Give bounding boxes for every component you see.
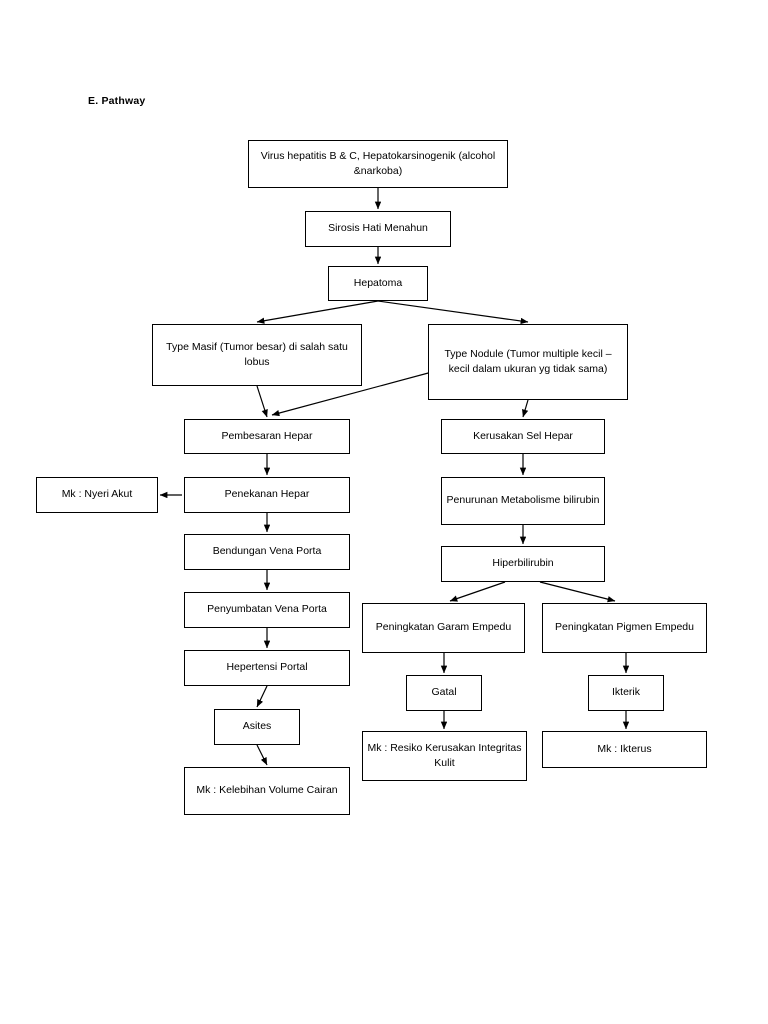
- flow-node-label: Hepertensi Portal: [226, 661, 308, 674]
- flow-node-n14: Peningkatan Garam Empedu: [362, 603, 525, 653]
- flow-node-label: Mk : Ikterus: [597, 742, 652, 755]
- flow-node-label: Bendungan Vena Porta: [212, 545, 322, 558]
- flow-node-n11: Bendungan Vena Porta: [184, 534, 350, 570]
- flow-node-n2: Sirosis Hati Menahun: [305, 211, 451, 247]
- flow-node-label: Hiperbilirubin: [492, 557, 554, 570]
- flow-node-n1: Virus hepatitis B & C, Hepatokarsinogeni…: [248, 140, 508, 188]
- flow-node-n8: Penekanan Hepar: [184, 477, 350, 513]
- flow-node-n22: Mk : Kelebihan Volume Cairan: [184, 767, 350, 815]
- flow-node-n7: Kerusakan Sel Hepar: [441, 419, 605, 454]
- flow-node-label: Sirosis Hati Menahun: [328, 222, 428, 235]
- flow-node-n9: Mk : Nyeri Akut: [36, 477, 158, 513]
- flow-node-n18: Ikterik: [588, 675, 664, 711]
- flow-node-label: Peningkatan Garam Empedu: [375, 621, 512, 634]
- flow-node-label: Hepatoma: [353, 276, 403, 289]
- flow-node-label: Asites: [242, 720, 272, 733]
- flow-node-label: Mk : Kelebihan Volume Cairan: [196, 784, 338, 797]
- flow-node-n6: Pembesaran Hepar: [184, 419, 350, 454]
- flow-node-n20: Mk : Resiko Kerusakan Integritas Kulit: [362, 731, 527, 781]
- flow-node-label: Ikterik: [611, 686, 640, 699]
- flow-node-n4: Type Masif (Tumor besar) di salah satu l…: [152, 324, 362, 386]
- flow-node-n12: Hiperbilirubin: [441, 546, 605, 582]
- flow-node-n15: Peningkatan Pigmen Empedu: [542, 603, 707, 653]
- flow-node-n21: Mk : Ikterus: [542, 731, 707, 768]
- flow-node-n10: Penurunan Metabolisme bilirubin: [441, 477, 605, 525]
- flow-node-n16: Hepertensi Portal: [184, 650, 350, 686]
- flow-node-label: Pembesaran Hepar: [221, 429, 313, 442]
- flow-node-label: Penurunan Metabolisme bilirubin: [446, 494, 600, 507]
- flow-node-label: Virus hepatitis B & C, Hepatokarsinogeni…: [260, 149, 496, 177]
- flow-node-label: Kerusakan Sel Hepar: [473, 429, 573, 442]
- flow-node-n19: Asites: [214, 709, 300, 745]
- page-title: E. Pathway: [88, 95, 146, 107]
- flow-node-n17: Gatal: [406, 675, 482, 711]
- flow-node-label: Type Masif (Tumor besar) di salah satu l…: [166, 340, 348, 368]
- flow-node-label: Peningkatan Pigmen Empedu: [555, 621, 694, 634]
- flow-node-label: Gatal: [431, 686, 457, 699]
- flow-node-label: Type Nodule (Tumor multiple kecil – keci…: [444, 347, 612, 375]
- flow-node-label: Penekanan Hepar: [224, 488, 310, 501]
- flow-node-n13: Penyumbatan Vena Porta: [184, 592, 350, 628]
- flow-node-label: Mk : Nyeri Akut: [61, 488, 133, 501]
- flow-node-n5: Type Nodule (Tumor multiple kecil – keci…: [428, 324, 628, 400]
- flow-node-label: Penyumbatan Vena Porta: [207, 603, 327, 616]
- flow-node-n3: Hepatoma: [328, 266, 428, 301]
- flow-node-label: Mk : Resiko Kerusakan Integritas Kulit: [367, 741, 522, 769]
